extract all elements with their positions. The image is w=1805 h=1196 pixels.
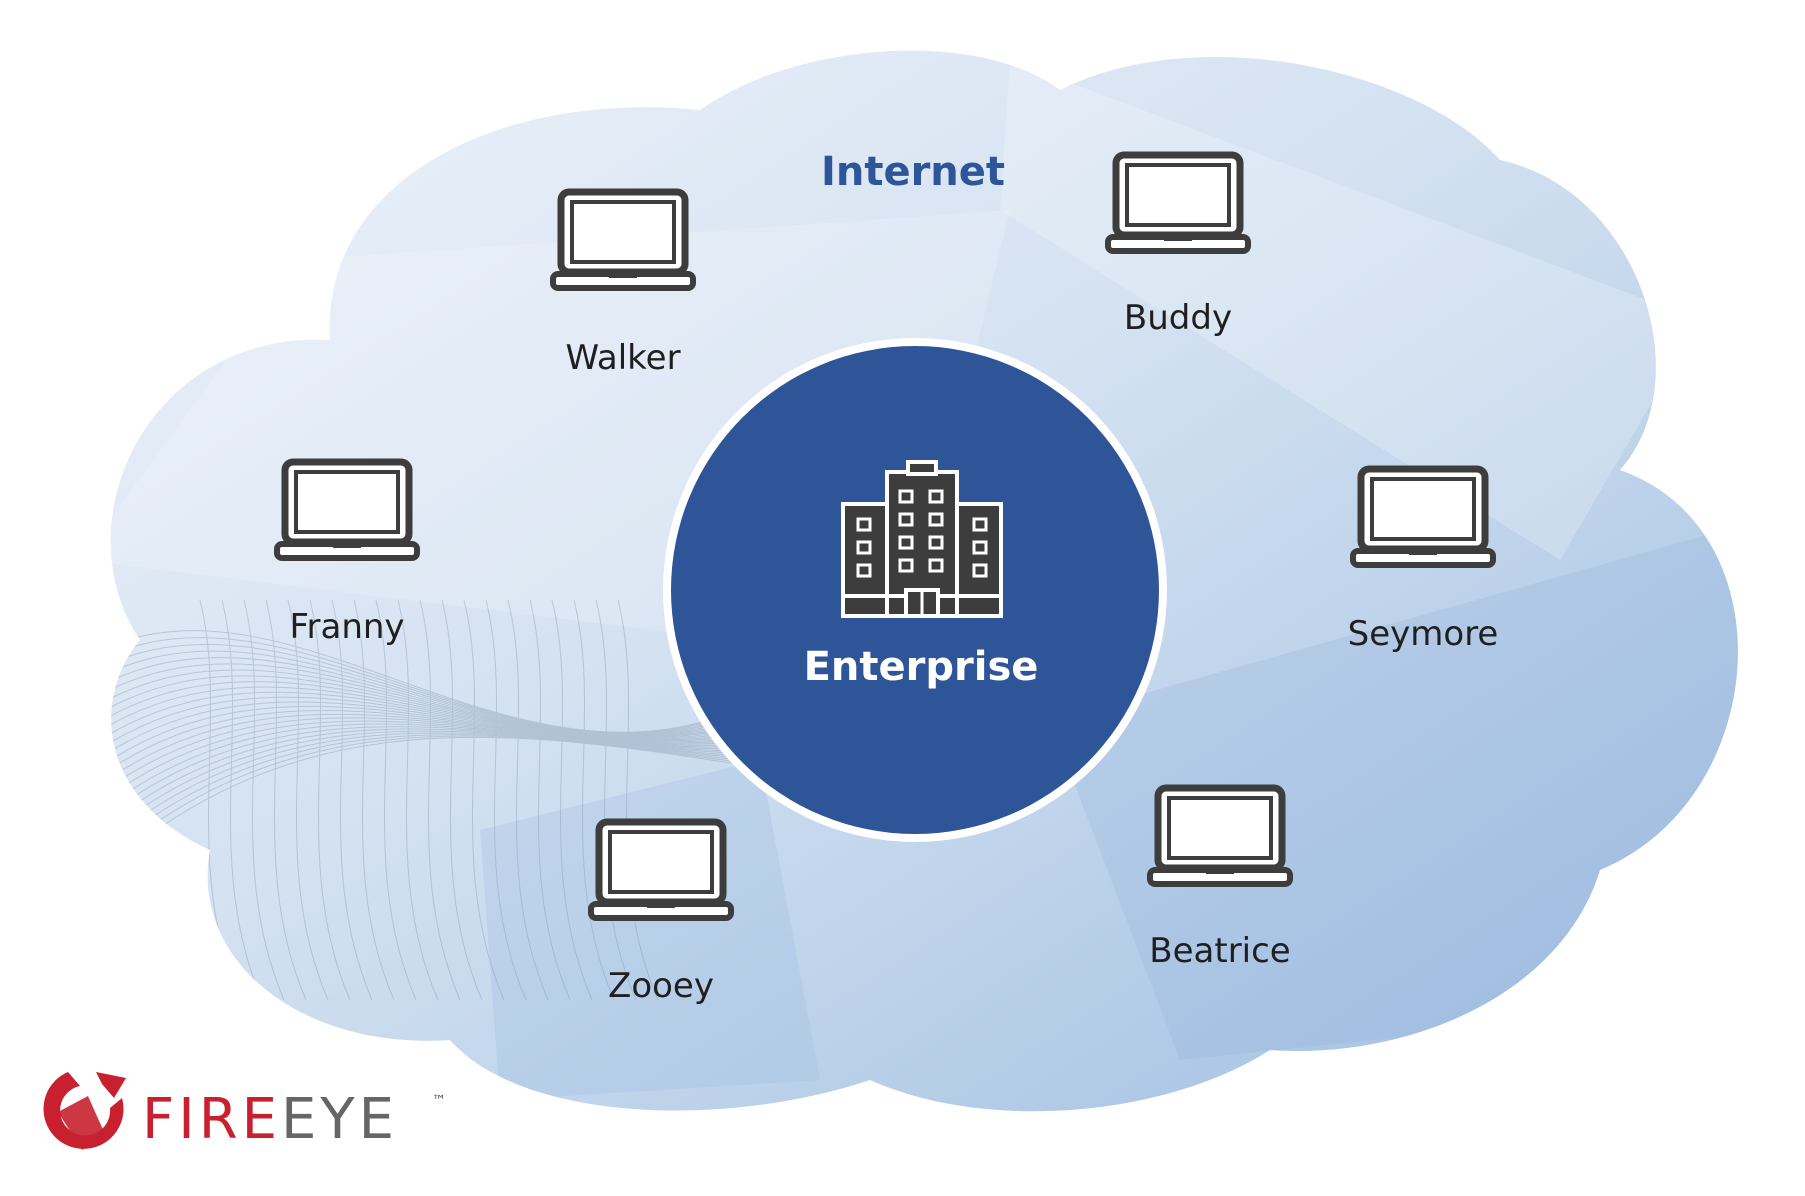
node-label: Seymore <box>1348 614 1499 654</box>
svg-text:FIREEYE: FIREEYE <box>142 1087 398 1152</box>
office-building-icon <box>841 460 1003 618</box>
enterprise-hub: Enterprise <box>663 338 1167 842</box>
node-seymore: Seymore <box>1348 465 1499 654</box>
node-beatrice: Beatrice <box>1147 784 1293 971</box>
client-nodes: Walker Buddy Franny Seymore Zooey Beatri… <box>274 151 1499 1006</box>
node-walker: Walker <box>550 188 696 378</box>
laptop-icon <box>274 458 420 561</box>
logo-text-gray: EYE <box>281 1087 398 1152</box>
laptop-icon <box>1350 465 1496 568</box>
laptop-icon <box>1147 784 1293 887</box>
node-label: Franny <box>289 607 404 647</box>
node-zooey: Zooey <box>588 818 734 1006</box>
node-label: Buddy <box>1124 298 1232 338</box>
fireeye-swoosh-icon <box>43 1072 126 1150</box>
logo-text-red: FIRE <box>142 1087 281 1152</box>
node-buddy: Buddy <box>1105 151 1251 338</box>
node-label: Zooey <box>608 966 714 1006</box>
node-label: Walker <box>565 338 680 378</box>
node-franny: Franny <box>274 458 420 647</box>
laptop-icon <box>550 188 696 291</box>
laptop-icon <box>588 818 734 921</box>
fireeye-logo: FIREEYE ™ <box>43 1072 446 1152</box>
node-label: Beatrice <box>1149 931 1290 971</box>
internet-label: Internet <box>821 149 1005 195</box>
enterprise-label: Enterprise <box>804 644 1039 690</box>
logo-trademark: ™ <box>432 1093 446 1109</box>
laptop-icon <box>1105 151 1251 254</box>
